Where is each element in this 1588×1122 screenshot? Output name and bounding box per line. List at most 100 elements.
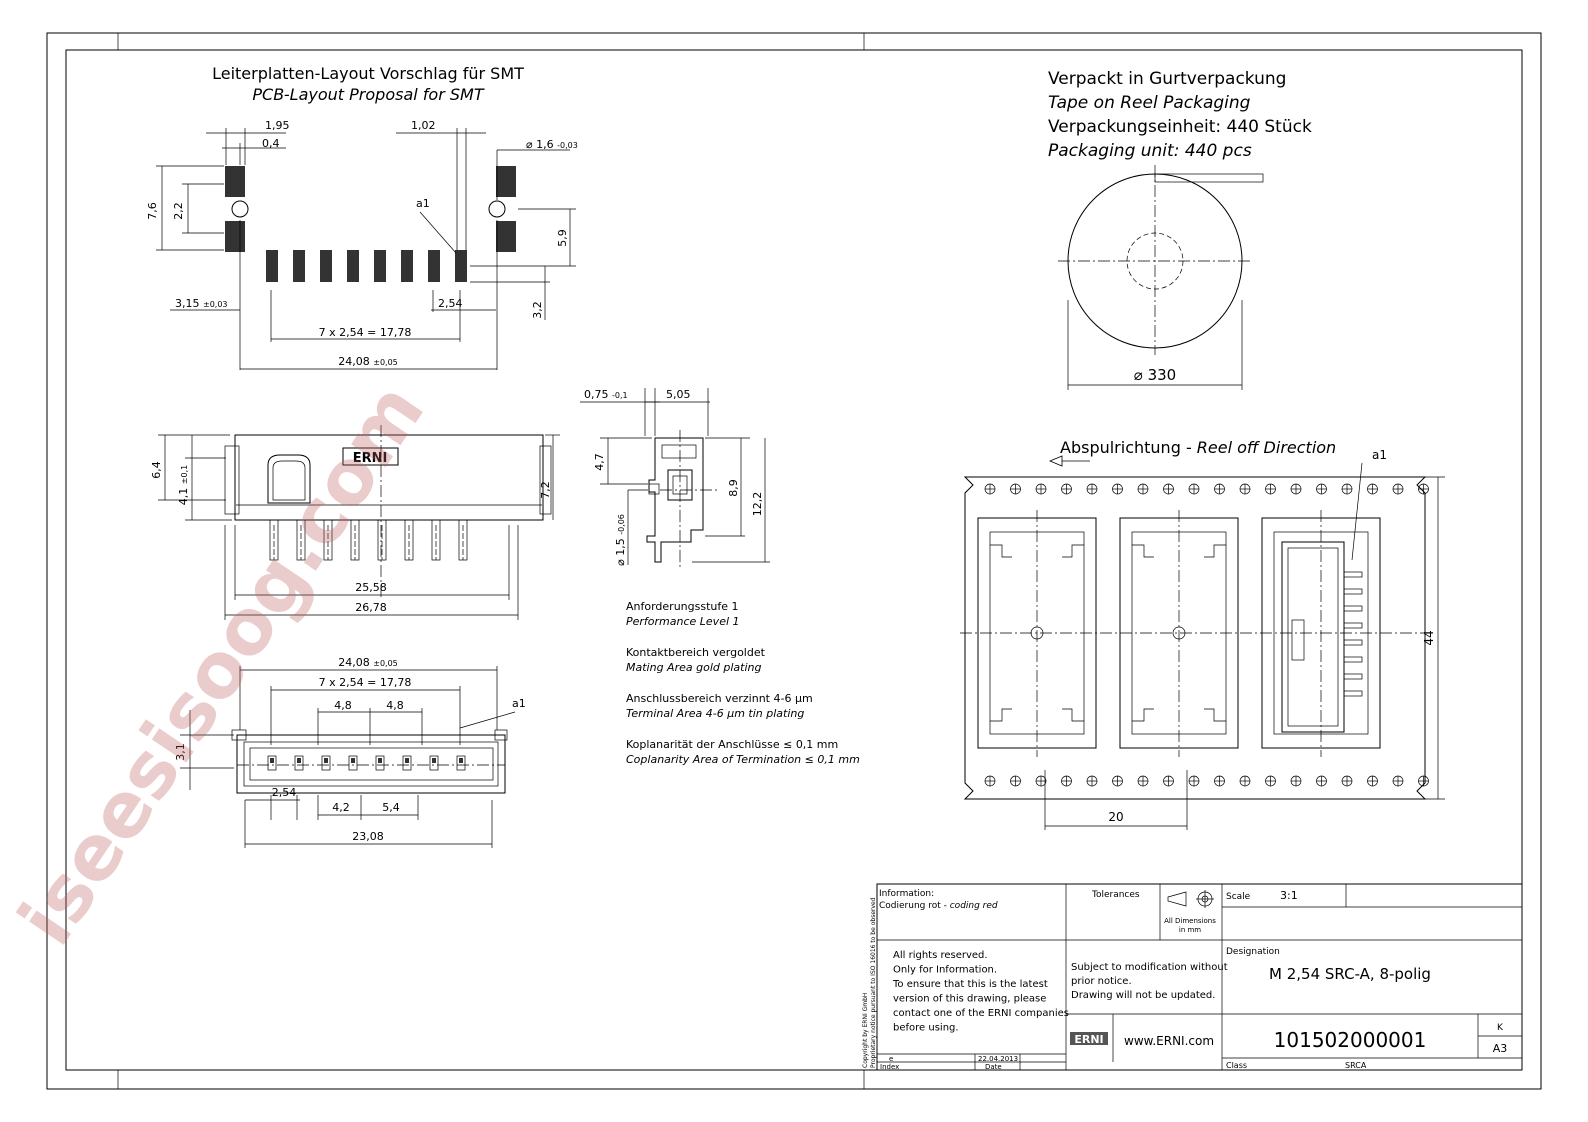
dim-pitch: 2,54 <box>438 297 463 310</box>
dim-1-02: 1,02 <box>411 119 436 132</box>
packed-connector-pin <box>1343 639 1363 646</box>
dim-2-54-bottom: 2,54 <box>272 786 297 799</box>
bottom-contact-tip <box>405 758 409 763</box>
smt-pad <box>266 250 278 282</box>
tape-width: 44 <box>1422 630 1436 645</box>
dim-3-1: 3,1 <box>174 743 187 761</box>
packed-connector-pin <box>1343 690 1363 697</box>
side-view: ERNI 6,4 4,1 ±0,1 7,2 25,58 26,78 <box>150 425 560 620</box>
bottom-contact-tip <box>351 758 355 763</box>
label-a1: a1 <box>416 197 430 210</box>
title-block: Information: Codierung rot - coding red … <box>862 883 1523 1071</box>
erni-logo-title <box>1070 1032 1108 1045</box>
dim-pitch-total-bottom: 7 x 2,54 = 17,78 <box>319 676 412 689</box>
smt-pad <box>374 250 386 282</box>
dim-25-58: 25,58 <box>355 581 387 594</box>
scale-value: 3:1 <box>1280 889 1298 902</box>
tape-a1: a1 <box>1372 448 1387 462</box>
fixing-hole <box>488 200 506 218</box>
packed-connector-pin <box>1343 571 1363 578</box>
dim-4-8-b: 4,8 <box>386 699 404 712</box>
bottom-contact-tip <box>324 758 328 763</box>
subject-line: Drawing will not be updated. <box>1071 990 1215 1001</box>
info-label: Information: <box>879 889 934 899</box>
dim-1-95: 1,95 <box>265 119 290 132</box>
pack-line-1: Verpackt in Gurtverpackung <box>1048 69 1286 89</box>
dim-4-1: 4,1 ±0,1 <box>177 465 190 505</box>
class-value: SRCA <box>1345 1061 1367 1070</box>
scale-label: Scale <box>1226 892 1251 902</box>
date-label: Date <box>985 1063 1002 1071</box>
retention-pad <box>496 221 516 252</box>
pocket-hole <box>1172 626 1186 640</box>
pack-line-2: Tape on Reel Packaging <box>1048 93 1251 113</box>
bottom-contact-tip <box>459 758 463 763</box>
dim-4-7: 4,7 <box>593 453 606 471</box>
rights-line: To ensure that this is the latest <box>892 979 1048 990</box>
pack-line-4: Packaging unit: 440 pcs <box>1048 141 1252 161</box>
note-4-de: Koplanarität der Anschlüsse ≤ 0,1 mm <box>626 738 838 751</box>
dim-4-2: 4,2 <box>332 801 350 814</box>
bottom-view: 24,08 ±0,05 7 x 2,54 = 17,78 4,8 4,8 a1 … <box>174 656 526 848</box>
subject-line: Subject to modification without <box>1071 962 1228 973</box>
bottom-contact <box>429 755 439 771</box>
note-3-en: Terminal Area 4-6 µm tin plating <box>626 707 804 720</box>
pack-line-3: Verpackungseinheit: 440 Stück <box>1048 117 1312 137</box>
dim-7-2: 7,2 <box>539 481 552 499</box>
smt-pad <box>347 250 359 282</box>
dim-4-8-a: 4,8 <box>334 699 352 712</box>
note-3-de: Anschlussbereich verzinnt 4-6 µm <box>626 692 813 705</box>
packed-connector-logo <box>1291 619 1305 661</box>
pocket-corners <box>1132 544 1226 722</box>
svg-text:ERNI: ERNI <box>1074 1033 1103 1046</box>
dim-7-6: 7,6 <box>146 202 159 220</box>
dim-0-4: 0,4 <box>262 137 280 150</box>
tolerances-label: Tolerances <box>1091 890 1140 900</box>
bottom-contact <box>321 755 331 771</box>
dim-2-2: 2,2 <box>172 202 185 220</box>
tape-pitch: 20 <box>1108 810 1123 824</box>
bottom-contact-tip <box>270 758 274 763</box>
class-label: Class <box>1226 1061 1247 1070</box>
part-number: 101502000001 <box>1274 1028 1427 1052</box>
note-1-en: Performance Level 1 <box>626 615 740 628</box>
notes: Anforderungsstufe 1 Performance Level 1 … <box>626 600 860 766</box>
fixing-hole <box>231 200 249 218</box>
note-4-en: Coplanarity Area of Termination ≤ 0,1 mm <box>626 753 860 766</box>
label-a1-bottom: a1 <box>512 697 526 710</box>
erni-logo <box>342 447 399 466</box>
rights-line: All rights reserved. <box>893 950 988 961</box>
bottom-contact-tip <box>378 758 382 763</box>
rights-line: Only for Information. <box>893 965 997 976</box>
bottom-contact <box>267 755 277 771</box>
bottom-contact <box>294 755 304 771</box>
rights-line: contact one of the ERNI companies <box>893 1008 1069 1019</box>
note-2-de: Kontaktbereich vergoldet <box>626 646 766 659</box>
bottom-contact-tip <box>297 758 301 763</box>
dim-hole: ⌀ 1,6 -0,03 <box>526 138 578 151</box>
dim-width-bottom: 24,08 ±0,05 <box>338 656 398 669</box>
end-view: 0,75 -0,1 5,05 4,7 8,9 12,2 ⌀ 1,5 -0,06 <box>580 388 770 570</box>
smt-pad <box>401 250 413 282</box>
date-value: 22.04.2013 <box>978 1055 1018 1063</box>
info-text: Codierung rot - coding red <box>879 901 998 911</box>
copyright-text: Copyright by ERNI GmbH <box>862 993 869 1068</box>
rev-label: K <box>1497 1023 1504 1033</box>
projection-cone-icon <box>1167 891 1187 907</box>
bottom-contact-tip <box>432 758 436 763</box>
retention-pad <box>225 221 245 252</box>
dim-width: 24,08 ±0,05 <box>338 355 398 368</box>
dim-pitch-total: 7 x 2,54 = 17,78 <box>319 326 412 339</box>
smt-pad <box>455 250 467 282</box>
pcb-title-en: PCB-Layout Proposal for SMT <box>252 85 484 104</box>
bottom-contact <box>375 755 385 771</box>
packed-connector-pin <box>1343 588 1363 595</box>
outer-frame <box>46 32 1542 1090</box>
dim-0-75: 0,75 -0,1 <box>584 388 628 401</box>
dim-3-15: 3,15 ±0,03 <box>175 297 228 310</box>
packed-connector-pin <box>1343 605 1363 612</box>
rights-line: version of this drawing, please <box>893 994 1046 1005</box>
format-value: A3 <box>1493 1042 1508 1055</box>
smt-pad <box>293 250 305 282</box>
bottom-contact <box>348 755 358 771</box>
